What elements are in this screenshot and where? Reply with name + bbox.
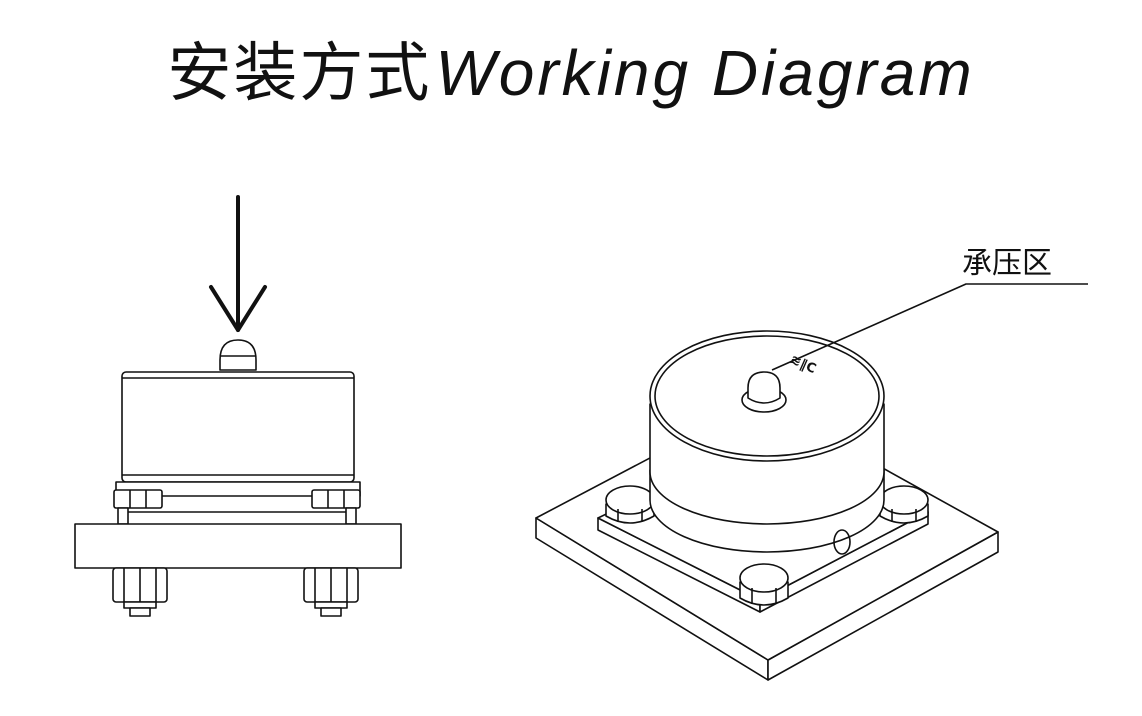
callout-leader xyxy=(771,283,1088,371)
bottom-nut-right xyxy=(303,567,359,617)
load-button-iso xyxy=(747,371,781,404)
bolt-iso-front xyxy=(739,563,789,606)
top-bolt-left xyxy=(113,489,163,509)
top-bolt-right xyxy=(311,489,361,509)
isometric-view: ≋‖C xyxy=(535,283,1088,681)
load-button xyxy=(219,339,257,371)
down-arrow-icon xyxy=(209,195,267,332)
bottom-nut-left xyxy=(112,567,168,617)
title-english: Working Diagram xyxy=(435,37,975,109)
bolt-iso-left xyxy=(605,485,655,524)
sensor-body-side xyxy=(121,371,355,483)
base-plate-side xyxy=(74,523,402,569)
side-view xyxy=(74,195,402,617)
title-chinese: 安装方式 xyxy=(167,37,432,111)
bolt-iso-right xyxy=(879,485,929,524)
page-title: 安装方式 Working Diagram xyxy=(0,22,1142,111)
sensor-flange-side xyxy=(115,481,361,497)
pressure-zone-label: 承压区 xyxy=(962,246,1052,281)
